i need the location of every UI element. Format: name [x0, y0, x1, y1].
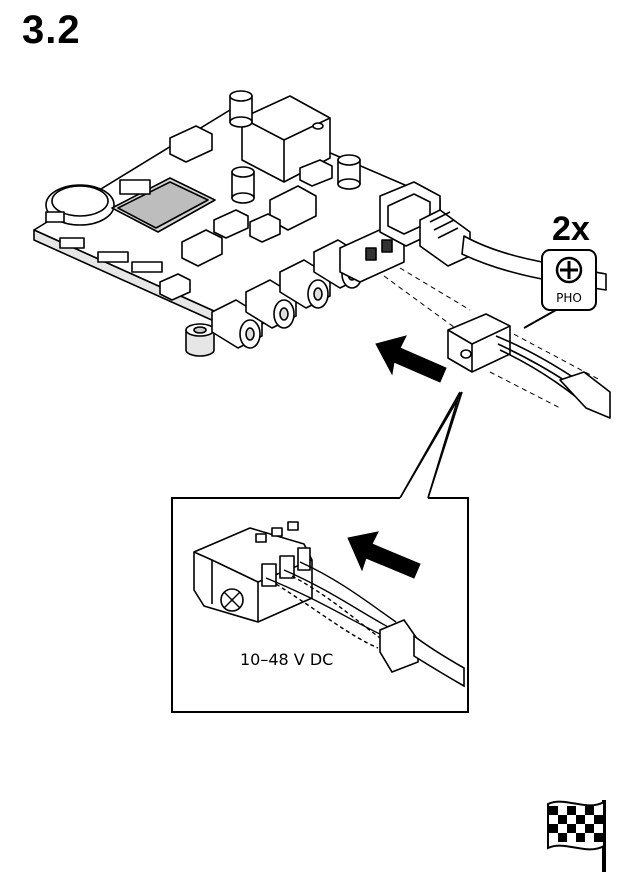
insert-arrow-detail [347, 531, 421, 579]
capacitor-3 [337, 154, 361, 190]
capacitor-1 [229, 90, 253, 128]
transformer [241, 95, 331, 183]
checkered-flag-icon [547, 800, 606, 872]
screw-count-label: 2x [552, 210, 590, 248]
insert-arrow-main [375, 335, 447, 383]
coin-battery [45, 184, 115, 226]
screw-callout: 2x PHO [523, 210, 597, 329]
circuit-board [33, 90, 441, 357]
capacitor-2 [231, 166, 255, 204]
alignment-lines [383, 267, 601, 409]
detail-cable [379, 619, 465, 688]
standoff-post [185, 323, 215, 357]
detail-box: 10–48 V DC [171, 391, 469, 713]
voltage-label: 10–48 V DC [240, 650, 333, 669]
screw-type-label: PHO [556, 291, 582, 305]
terminal-block-plug [447, 313, 611, 419]
detail-wires [265, 561, 397, 649]
step-number: 3.2 [22, 8, 81, 52]
